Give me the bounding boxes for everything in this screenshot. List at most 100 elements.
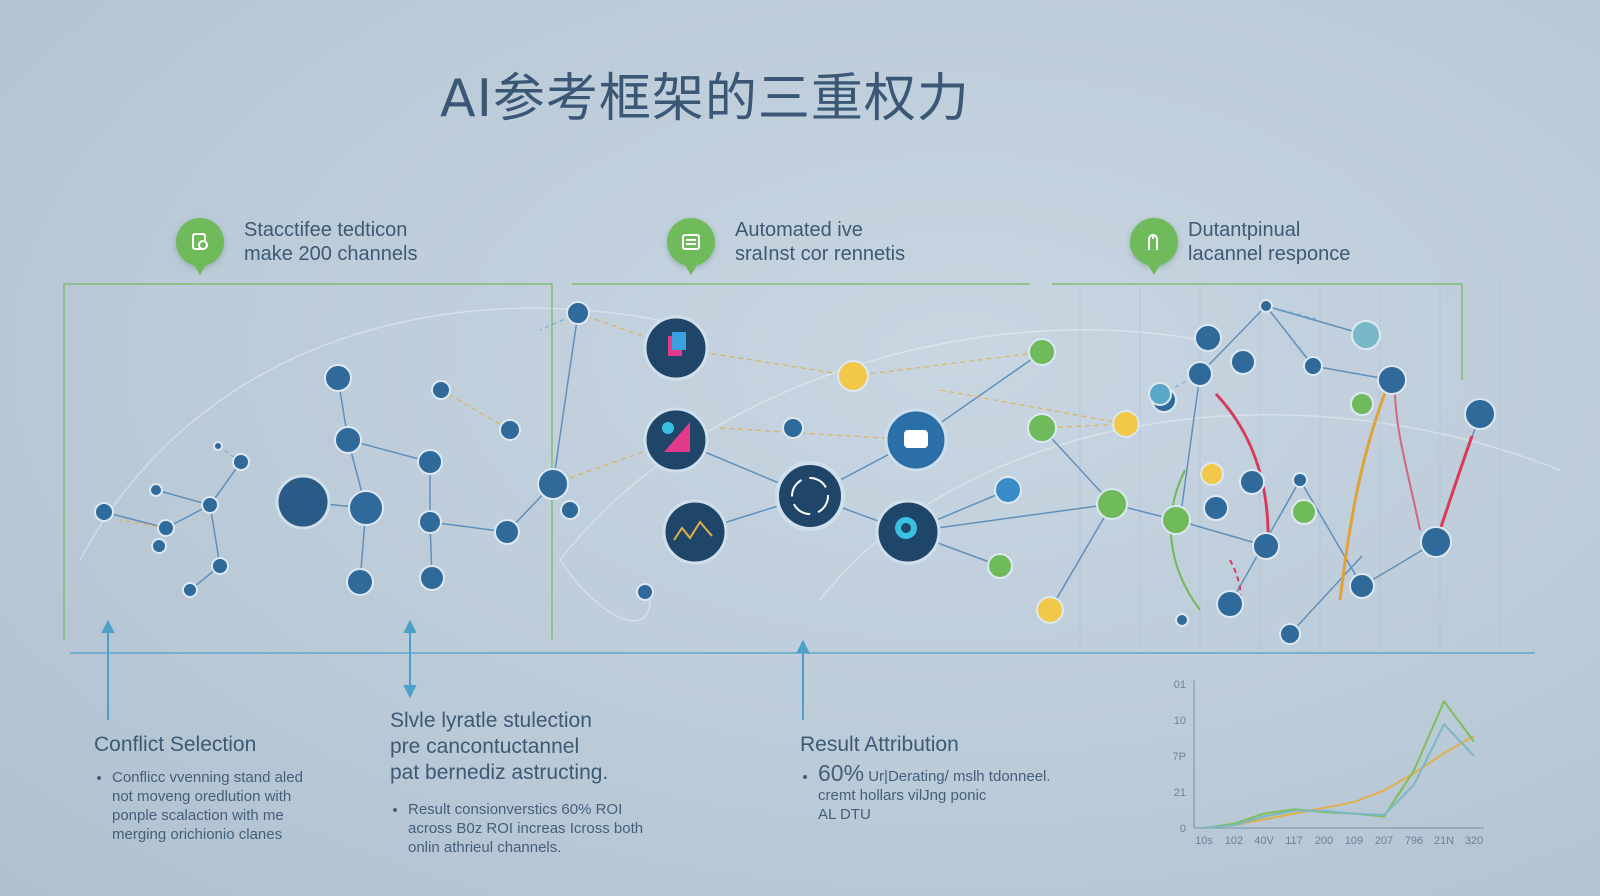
bullet-item: 60% Ur|Derating/ mslh tdonneel. — [818, 762, 1051, 786]
hub-node — [275, 474, 331, 530]
node — [149, 483, 163, 497]
dashed-edges — [119, 312, 1127, 529]
red-curve — [1214, 392, 1270, 547]
big-value: 60% — [818, 760, 865, 786]
yellow-node — [1036, 596, 1064, 624]
category-2-line2: sraInst cor rennetis — [735, 243, 906, 265]
section-structuring: Slvle lyratle stulection pre cancontucta… — [390, 708, 643, 857]
hub-node-center — [775, 461, 845, 531]
node — [1259, 299, 1273, 313]
node — [334, 426, 362, 454]
node — [94, 502, 114, 522]
node — [1187, 361, 1213, 387]
bullet-item: merging orichionio clanes — [112, 826, 283, 843]
accent-nodes — [837, 320, 1381, 624]
teal-node — [1351, 320, 1381, 350]
y-tick-label: 0 — [1180, 823, 1186, 835]
document-check-icon — [176, 218, 224, 275]
refresh-icon — [791, 477, 829, 515]
node — [431, 380, 451, 400]
section-heading-line1: Slvle lyratle stulection — [390, 709, 592, 732]
bullet-item: Result consionverstics 60% ROI — [408, 800, 643, 819]
green-node — [1350, 392, 1374, 416]
hub-node-analytics — [662, 499, 728, 565]
node — [1377, 365, 1407, 395]
x-tick-label: 109 — [1345, 835, 1363, 847]
chart-series — [1203, 700, 1475, 829]
bullet-item: across B0z ROI increas Icross both — [408, 820, 644, 837]
x-tick-labels: 10s 102 40V 117 200 109 207 796 21N 320 — [1195, 835, 1483, 847]
node — [499, 419, 521, 441]
list-icon — [667, 218, 715, 275]
bullet-item: ponple scalaction with me — [112, 807, 284, 824]
arrows — [101, 619, 810, 720]
category-3-line1: Dutantpinual — [1188, 219, 1301, 241]
x-tick-label: 796 — [1405, 835, 1423, 847]
series-line-3 — [1203, 723, 1475, 829]
page-title: AI参考框架的三重权力 — [440, 69, 970, 129]
node — [201, 496, 219, 514]
x-tick-label: 207 — [1375, 835, 1393, 847]
series-line-1 — [1203, 734, 1475, 829]
node — [1194, 324, 1222, 352]
yellow-node — [1112, 410, 1140, 438]
y-tick-label: 10 — [1174, 715, 1186, 727]
node — [213, 441, 223, 451]
person-icon — [1130, 218, 1178, 275]
node — [346, 568, 374, 596]
chat-icon — [904, 430, 928, 448]
node — [1230, 349, 1256, 375]
x-tick-label: 320 — [1465, 835, 1483, 847]
x-tick-label: 21N — [1434, 835, 1454, 847]
small-nodes — [94, 299, 1496, 645]
section-conflict-selection: Conflict Selection Conflicc vvenning sta… — [94, 732, 303, 844]
bullet-text: Ur|Derating/ mslh tdonneel. — [868, 768, 1051, 785]
node — [1420, 526, 1452, 558]
node — [417, 449, 443, 475]
x-tick-label: 10s — [1195, 835, 1213, 847]
node — [232, 453, 250, 471]
node — [1279, 623, 1301, 645]
x-tick-label: 200 — [1315, 835, 1333, 847]
section-result-attribution: Result Attribution 60% Ur|Derating/ mslh… — [800, 732, 1051, 824]
node — [1148, 382, 1172, 406]
chart-logo-icon — [664, 422, 690, 452]
node — [1216, 590, 1244, 618]
node — [1203, 495, 1229, 521]
node — [636, 583, 654, 601]
node — [994, 476, 1022, 504]
up-arrow — [796, 639, 810, 653]
node — [782, 417, 804, 439]
up-arrow — [101, 619, 115, 633]
green-node — [1291, 499, 1317, 525]
x-tick-label: 102 — [1225, 835, 1243, 847]
section-heading-line2: pre cancontuctannel — [390, 735, 580, 758]
bullet-item: cremt hollars vilJng ponic — [818, 787, 987, 804]
category-3: Dutantpinual lacannel responce — [1130, 218, 1351, 275]
x-tick-label: 117 — [1285, 835, 1303, 847]
x-tick-label: 40V — [1254, 835, 1274, 847]
y-tick-label: 7P — [1173, 751, 1186, 763]
category-1-line1: Stacctifee tedticon — [244, 219, 408, 241]
node — [418, 510, 442, 534]
up-down-arrow — [403, 619, 417, 633]
node — [1349, 573, 1375, 599]
node — [494, 519, 520, 545]
green-node — [1028, 338, 1056, 366]
series-line-2 — [1203, 700, 1475, 829]
green-node — [1161, 505, 1191, 535]
node — [182, 582, 198, 598]
node — [537, 468, 569, 500]
node — [1239, 469, 1265, 495]
y-tick-label: 01 — [1174, 679, 1186, 691]
category-1-line2: make 200 channels — [244, 243, 418, 265]
green-node — [1096, 488, 1128, 520]
section-heading-line3: pat bernediz astructing. — [390, 761, 609, 784]
node — [1464, 398, 1496, 430]
green-node — [987, 553, 1013, 579]
category-3-line2: lacannel responce — [1188, 243, 1351, 265]
node — [151, 538, 167, 554]
node — [1292, 472, 1308, 488]
